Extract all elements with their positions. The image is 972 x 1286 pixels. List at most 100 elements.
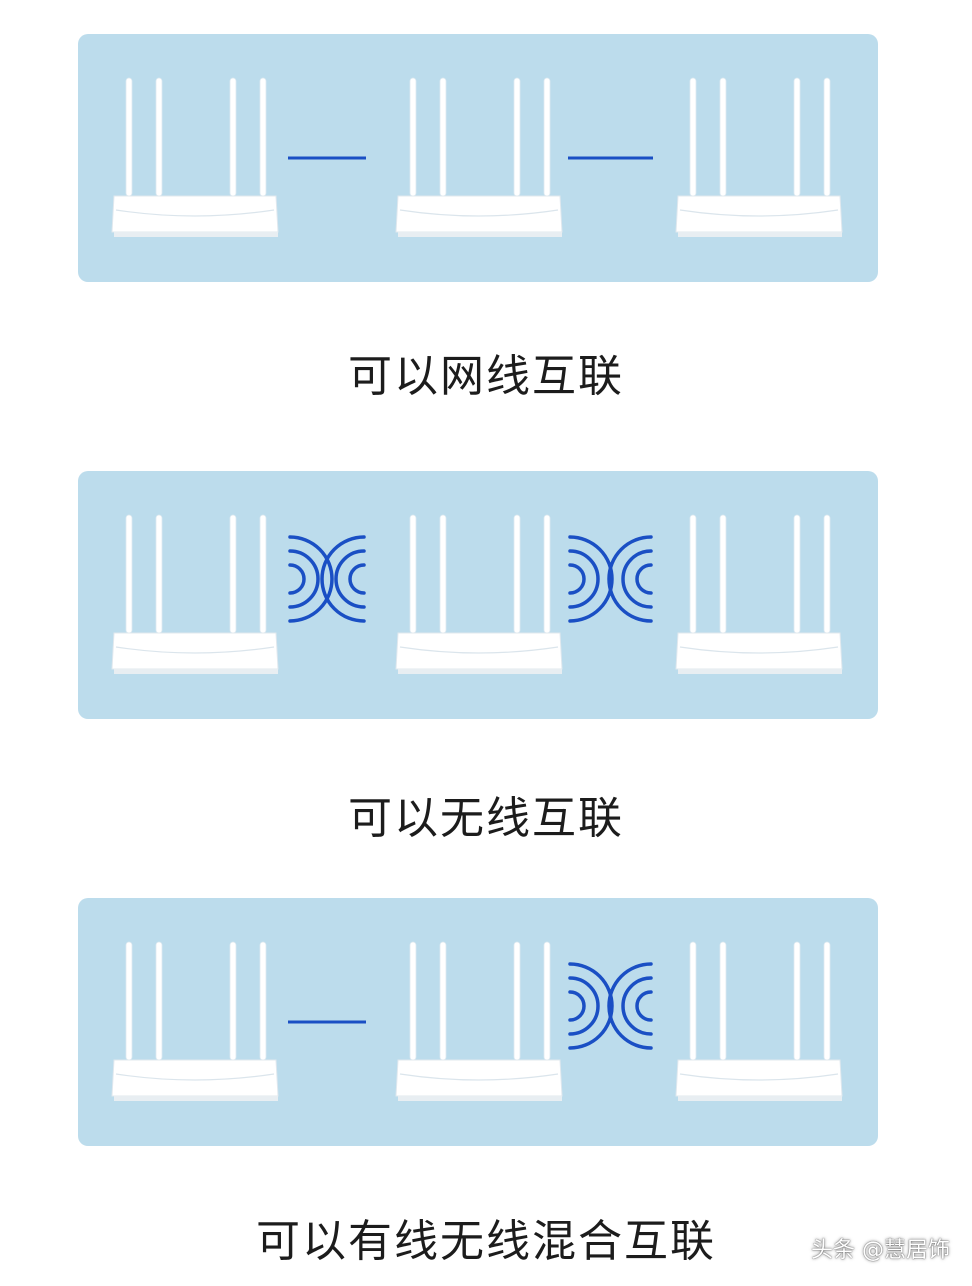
wifi-signal-arc bbox=[568, 563, 586, 595]
wifi-signal-arc bbox=[320, 535, 366, 623]
router-antenna bbox=[719, 941, 727, 1061]
router-body bbox=[395, 1059, 563, 1097]
router-base bbox=[678, 1096, 842, 1101]
router-body bbox=[675, 195, 843, 233]
wifi-signal-arc bbox=[635, 990, 653, 1022]
router-antenna bbox=[229, 514, 237, 634]
router-antenna bbox=[259, 77, 267, 197]
router-antenna bbox=[689, 514, 697, 634]
router-antenna bbox=[409, 77, 417, 197]
router-antenna bbox=[439, 514, 447, 634]
wifi-signal-arc bbox=[288, 535, 334, 623]
router-crease bbox=[399, 1073, 559, 1081]
router-icon bbox=[111, 514, 279, 674]
router-base bbox=[398, 1096, 562, 1101]
mixed-diagram bbox=[111, 941, 843, 1101]
router-antenna bbox=[259, 941, 267, 1061]
router-antenna bbox=[823, 514, 831, 634]
wifi-signal-arc bbox=[621, 976, 653, 1036]
wifi-signal-arc bbox=[348, 563, 366, 595]
router-base bbox=[678, 669, 842, 674]
router-crease bbox=[115, 209, 275, 217]
router-icon bbox=[395, 77, 563, 237]
router-body bbox=[111, 632, 279, 670]
router-antenna bbox=[513, 941, 521, 1061]
wired-diagram bbox=[111, 77, 843, 237]
wifi-signal-arc bbox=[607, 962, 653, 1050]
wifi-signal-arc bbox=[621, 549, 653, 609]
router-crease bbox=[115, 646, 275, 654]
router-antenna bbox=[125, 941, 133, 1061]
caption-mixed: 可以有线无线混合互联 bbox=[256, 1216, 716, 1267]
router-body bbox=[395, 632, 563, 670]
router-base bbox=[678, 232, 842, 237]
router-antenna bbox=[823, 77, 831, 197]
wifi-signal-arc bbox=[334, 549, 366, 609]
router-antenna bbox=[823, 941, 831, 1061]
router-antenna bbox=[155, 77, 163, 197]
router-antenna bbox=[229, 77, 237, 197]
router-icon bbox=[111, 77, 279, 237]
wifi-signal-arc bbox=[568, 990, 586, 1022]
router-antenna bbox=[793, 941, 801, 1061]
router-antenna bbox=[513, 514, 521, 634]
wifi-signal-arc bbox=[288, 563, 306, 595]
wifi-signal-arc bbox=[568, 535, 614, 623]
router-antenna bbox=[689, 77, 697, 197]
router-antenna bbox=[229, 941, 237, 1061]
router-body bbox=[675, 632, 843, 670]
router-antenna bbox=[543, 941, 551, 1061]
wireless-diagram bbox=[111, 514, 843, 674]
router-crease bbox=[399, 209, 559, 217]
wifi-signal-arc bbox=[607, 535, 653, 623]
router-crease bbox=[679, 646, 839, 654]
router-antenna bbox=[259, 514, 267, 634]
router-icon bbox=[675, 941, 843, 1101]
caption-wireless: 可以无线互联 bbox=[348, 793, 624, 844]
router-base bbox=[398, 669, 562, 674]
router-antenna bbox=[793, 77, 801, 197]
router-icon bbox=[675, 514, 843, 674]
router-antenna bbox=[439, 941, 447, 1061]
router-antenna bbox=[793, 514, 801, 634]
router-body bbox=[675, 1059, 843, 1097]
router-antenna bbox=[543, 77, 551, 197]
router-base bbox=[114, 669, 278, 674]
caption-wired: 可以网线互联 bbox=[348, 351, 624, 402]
router-crease bbox=[679, 1073, 839, 1081]
router-antenna bbox=[409, 941, 417, 1061]
router-antenna bbox=[719, 514, 727, 634]
router-icon bbox=[111, 941, 279, 1101]
router-base bbox=[398, 232, 562, 237]
wifi-signal-arc bbox=[568, 962, 614, 1050]
router-antenna bbox=[689, 941, 697, 1061]
wifi-signal-arc bbox=[568, 976, 600, 1036]
router-crease bbox=[115, 1073, 275, 1081]
router-antenna bbox=[513, 77, 521, 197]
router-body bbox=[111, 1059, 279, 1097]
router-icon bbox=[395, 514, 563, 674]
router-antenna bbox=[125, 77, 133, 197]
wifi-signal-arc bbox=[635, 563, 653, 595]
mixed-link-panel bbox=[78, 898, 878, 1146]
watermark: 头条 @慧居饰 bbox=[811, 1238, 950, 1263]
wifi-signal-arc bbox=[568, 549, 600, 609]
router-body bbox=[111, 195, 279, 233]
router-base bbox=[114, 1096, 278, 1101]
router-icon bbox=[675, 77, 843, 237]
router-antenna bbox=[125, 514, 133, 634]
wifi-signal-arc bbox=[288, 549, 320, 609]
router-antenna bbox=[155, 941, 163, 1061]
router-crease bbox=[679, 209, 839, 217]
router-body bbox=[395, 195, 563, 233]
wired-link-panel bbox=[78, 34, 878, 282]
router-antenna bbox=[409, 514, 417, 634]
router-antenna bbox=[719, 77, 727, 197]
router-antenna bbox=[439, 77, 447, 197]
router-antenna bbox=[543, 514, 551, 634]
router-icon bbox=[395, 941, 563, 1101]
wireless-link-panel bbox=[78, 471, 878, 719]
router-antenna bbox=[155, 514, 163, 634]
router-crease bbox=[399, 646, 559, 654]
router-base bbox=[114, 232, 278, 237]
